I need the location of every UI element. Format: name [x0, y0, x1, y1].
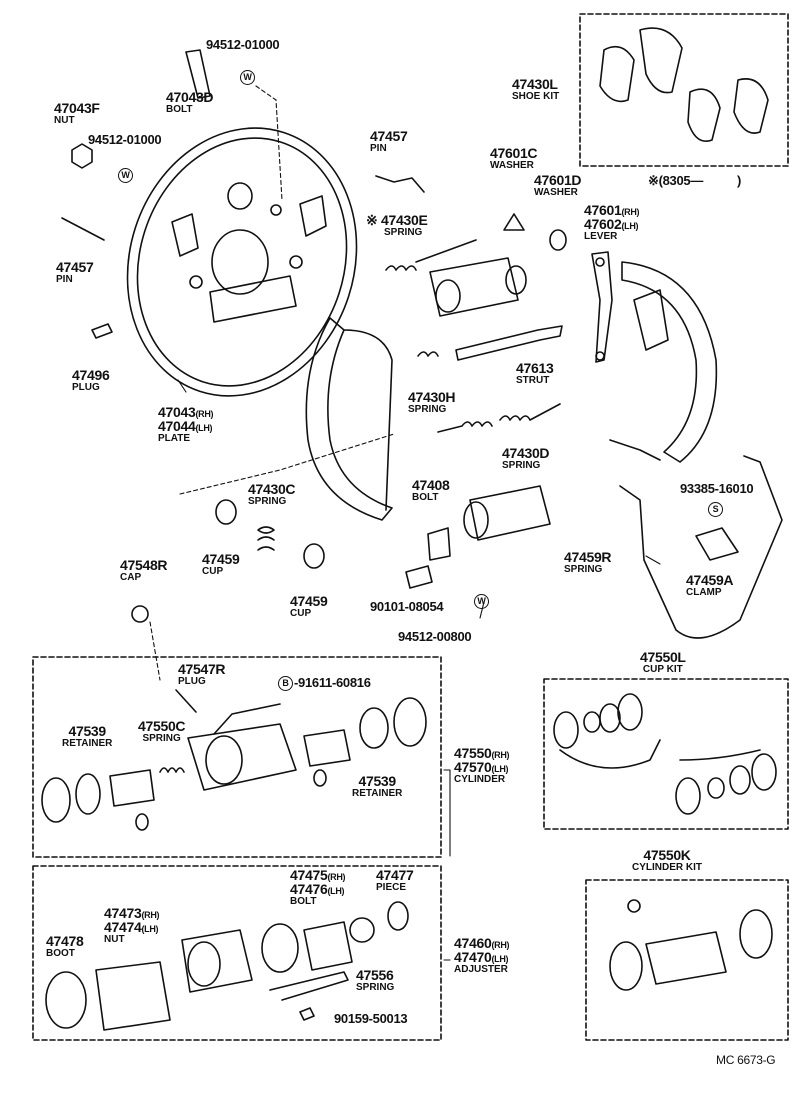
strut [455, 325, 563, 361]
part-94512-00800: 94512-00800 [398, 629, 472, 644]
label-47601-47602: 47601(RH) 47602(LH) LEVER [584, 202, 640, 242]
catalog-code: MC 6673-G [716, 1053, 776, 1067]
return-spring-long [619, 455, 783, 639]
small-fasteners [61, 49, 567, 623]
washer-marker-w-2: W [118, 168, 134, 184]
part-94512-01000-a: 94512-01000 [206, 37, 280, 52]
cylinder-kit-box [585, 879, 789, 1041]
cylinder-group-box [32, 656, 442, 858]
label-47550-47570: 47550(RH) 47570(LH) CYLINDER [454, 745, 510, 785]
cylinder-group-parts [41, 689, 427, 831]
part-90159-50013: 90159-50013 [334, 1011, 408, 1026]
label-47475-47476: 47475(RH) 47476(LH) BOLT [290, 867, 346, 907]
cup-kit-parts [553, 693, 777, 815]
shoe-kit-shoes [599, 27, 769, 142]
label-47473-47474: 47473(RH) 47474(LH) NUT [104, 905, 160, 945]
part-91611-60816: B-91611-60816 [278, 676, 371, 692]
brake-shoe-right [609, 261, 718, 463]
washer-marker-w-3: W [474, 594, 490, 610]
adjuster-group-parts [45, 901, 409, 1031]
label-47460-47470: 47460(RH) 47470(LH) ADJUSTER [454, 935, 510, 975]
washer-marker-w-1: W [240, 70, 256, 86]
note-range: ※(8305—) [648, 173, 742, 188]
part-93385-16010: 93385-16010 [680, 481, 754, 496]
clamp [695, 527, 739, 561]
part-94512-01000-b: 94512-01000 [88, 132, 162, 147]
cylinder-kit-parts [609, 899, 773, 991]
marker-s: S [708, 502, 724, 518]
parking-lever [591, 251, 613, 363]
springs [257, 239, 561, 551]
part-90101-08054: 90101-08054 [370, 599, 444, 614]
leader-lines [149, 85, 661, 961]
shoe-kit-box [579, 13, 789, 167]
brake-shoe-left [305, 317, 393, 521]
adjuster-assembly [427, 485, 551, 561]
backing-plate [126, 127, 358, 397]
wheel-cylinder-upper [429, 257, 527, 317]
cup-kit-box [543, 678, 789, 830]
adjuster-group-box [32, 865, 442, 1041]
label-47043-47044: 47043(RH) 47044(LH) PLATE [158, 404, 214, 444]
